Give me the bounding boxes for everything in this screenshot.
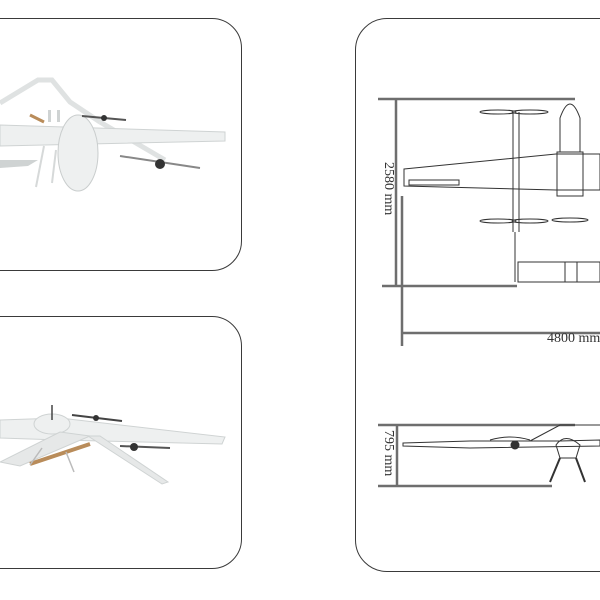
length-dimension-label: 2580 mm [381,162,396,216]
height-dimension-label: 795 mm [381,430,396,477]
span-dimension-label: 4800 mm [547,331,600,346]
